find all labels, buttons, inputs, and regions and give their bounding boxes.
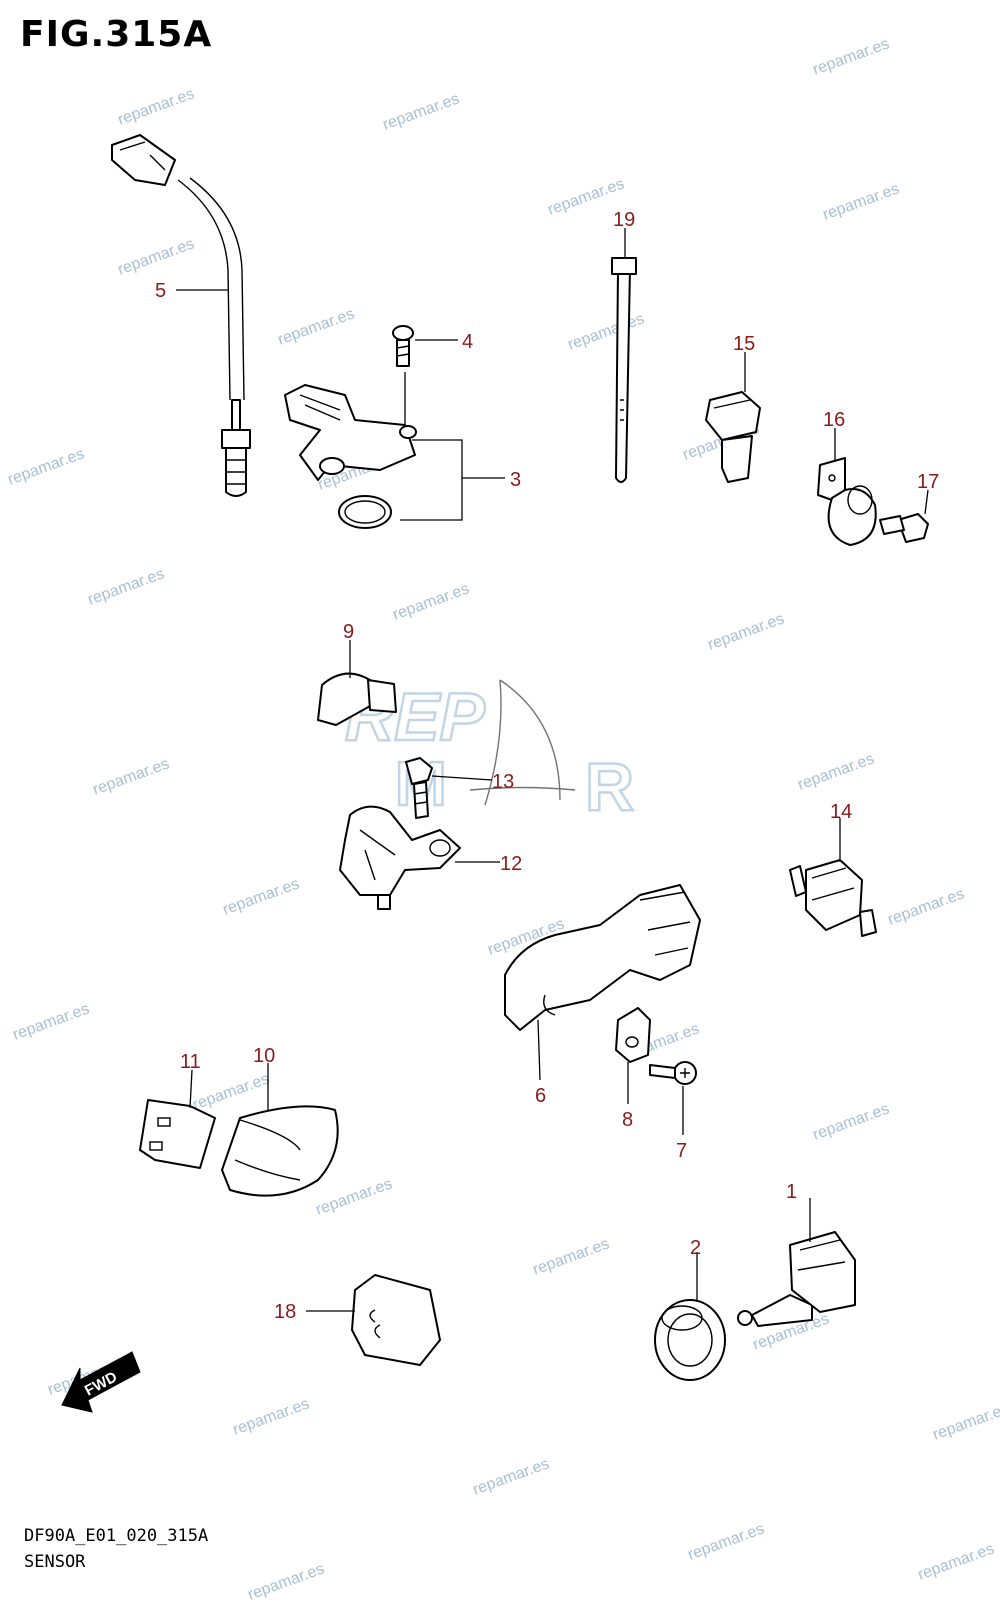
callout-13: 13 [492, 771, 514, 793]
callout-7: 7 [676, 1140, 687, 1162]
logo-text-r: R [585, 749, 634, 825]
callout-2: 2 [690, 1237, 701, 1259]
watermark-text: repamar.es [811, 35, 892, 78]
footer-name: SENSOR [24, 1552, 86, 1572]
part-7-screw [649, 1061, 697, 1085]
part-12-sensor [339, 805, 461, 910]
callout-19: 19 [613, 209, 635, 231]
fwd-arrow-icon: FWD [61, 1351, 141, 1413]
watermark-text: repamar.es [221, 875, 302, 918]
watermark-text: repamar.es [686, 1520, 767, 1563]
watermark-text: repamar.es [116, 85, 197, 128]
leader-lines [176, 228, 929, 1312]
watermark-text: repamar.es [886, 885, 967, 928]
part-3-pressure-sensor [284, 384, 417, 529]
part-2-grommet [654, 1299, 726, 1381]
part-18-connector [351, 1274, 441, 1366]
part-4-screw [392, 325, 414, 367]
figure-title: FIG.315A [20, 14, 213, 55]
part-17-bolt [879, 513, 929, 543]
part-14-pressure-switch [789, 859, 877, 937]
watermark-text: repamar.es [11, 1000, 92, 1043]
watermark-text: repamar.es [566, 310, 647, 353]
part-6-crank-sensor [504, 884, 701, 1031]
part-15-clip [705, 391, 761, 483]
callout-1: 1 [786, 1181, 797, 1203]
callout-9: 9 [343, 621, 354, 643]
footer-code: DF90A_E01_020_315A [24, 1526, 209, 1546]
watermark-text: repamar.es [314, 1175, 395, 1218]
callout-6: 6 [535, 1085, 546, 1107]
watermark-text: repamar.es [91, 755, 172, 798]
part-10-cover [221, 1105, 339, 1197]
callout-12: 12 [500, 853, 522, 875]
callout-numbers: 1 2 3 4 5 6 7 8 9 10 11 12 13 14 15 16 1… [155, 209, 939, 1323]
watermark-text: repamar.es [391, 580, 472, 623]
callout-14: 14 [830, 801, 852, 823]
watermark-text: repamar.es [796, 750, 877, 793]
watermark-text: repamar.es [821, 180, 902, 223]
watermark-text: repamar.es [916, 1540, 997, 1583]
part-5-sensor-harness [111, 134, 251, 497]
callout-17: 17 [917, 471, 939, 493]
watermark-text: repamar.es [471, 1455, 552, 1498]
watermark-text: repamar.es [531, 1235, 612, 1278]
watermark-text: repamar.es [706, 610, 787, 653]
watermark-text: repamar.es [231, 1395, 312, 1438]
part-9-cap [317, 672, 397, 726]
callout-11: 11 [180, 1051, 201, 1073]
watermark-text: repamar.es [191, 1070, 272, 1113]
callout-15: 15 [733, 333, 755, 355]
watermark-text: repamar.es [116, 235, 197, 278]
watermark-text: repamar.es [931, 1400, 1000, 1443]
callout-3: 3 [510, 469, 521, 491]
watermark-text: repamar.es [246, 1560, 327, 1600]
watermark-text: repamar.es [811, 1100, 892, 1143]
watermark-text: repamar.es [381, 90, 462, 133]
callout-18: 18 [274, 1301, 296, 1323]
part-8-bracket [615, 1007, 651, 1063]
part-16-clamp [817, 457, 877, 546]
callout-8: 8 [622, 1109, 633, 1131]
callout-16: 16 [823, 409, 845, 431]
part-19-cable-tie [611, 257, 637, 483]
part-13-bolt [405, 757, 433, 819]
watermark-text: repamar.es [6, 445, 87, 488]
callout-10: 10 [253, 1045, 275, 1067]
part-11-clip [139, 1099, 216, 1169]
watermark-text: repamar.es [276, 305, 357, 348]
callout-4: 4 [462, 331, 473, 353]
part-1-temp-sensor [737, 1231, 856, 1327]
callout-5: 5 [155, 280, 166, 302]
logo-sail-icon [469, 679, 576, 806]
watermark-text: repamar.es [86, 565, 167, 608]
